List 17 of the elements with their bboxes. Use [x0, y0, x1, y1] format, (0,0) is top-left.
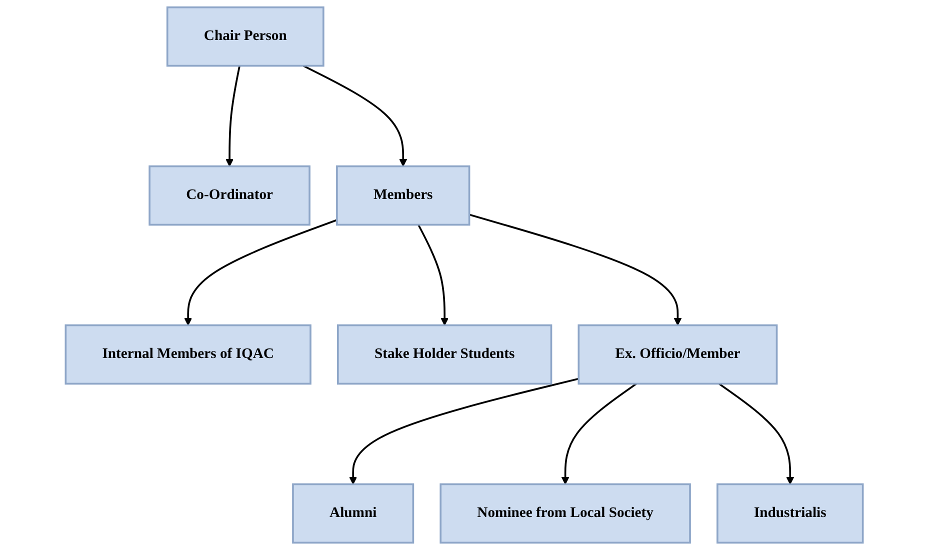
arrow [469, 214, 682, 326]
arrow [184, 219, 338, 326]
node-box: Nominee from Local Society [440, 483, 692, 544]
node-box: Chair Person [166, 6, 325, 67]
node-box: Ex. Officio/Member [578, 324, 778, 385]
arrow [349, 378, 580, 485]
node-box: Co-Ordinator [148, 165, 311, 226]
arrow [718, 382, 794, 485]
node-box: Members [336, 165, 470, 226]
arrow [226, 66, 241, 167]
node-box: Industrialis [716, 483, 864, 544]
node-box: Stake Holder Students [337, 324, 552, 385]
arrow [418, 224, 449, 326]
arrow [562, 382, 638, 485]
arrow [303, 64, 408, 167]
node-box: Alumni [292, 483, 414, 544]
node-box: Internal Members of IQAC [65, 324, 312, 385]
